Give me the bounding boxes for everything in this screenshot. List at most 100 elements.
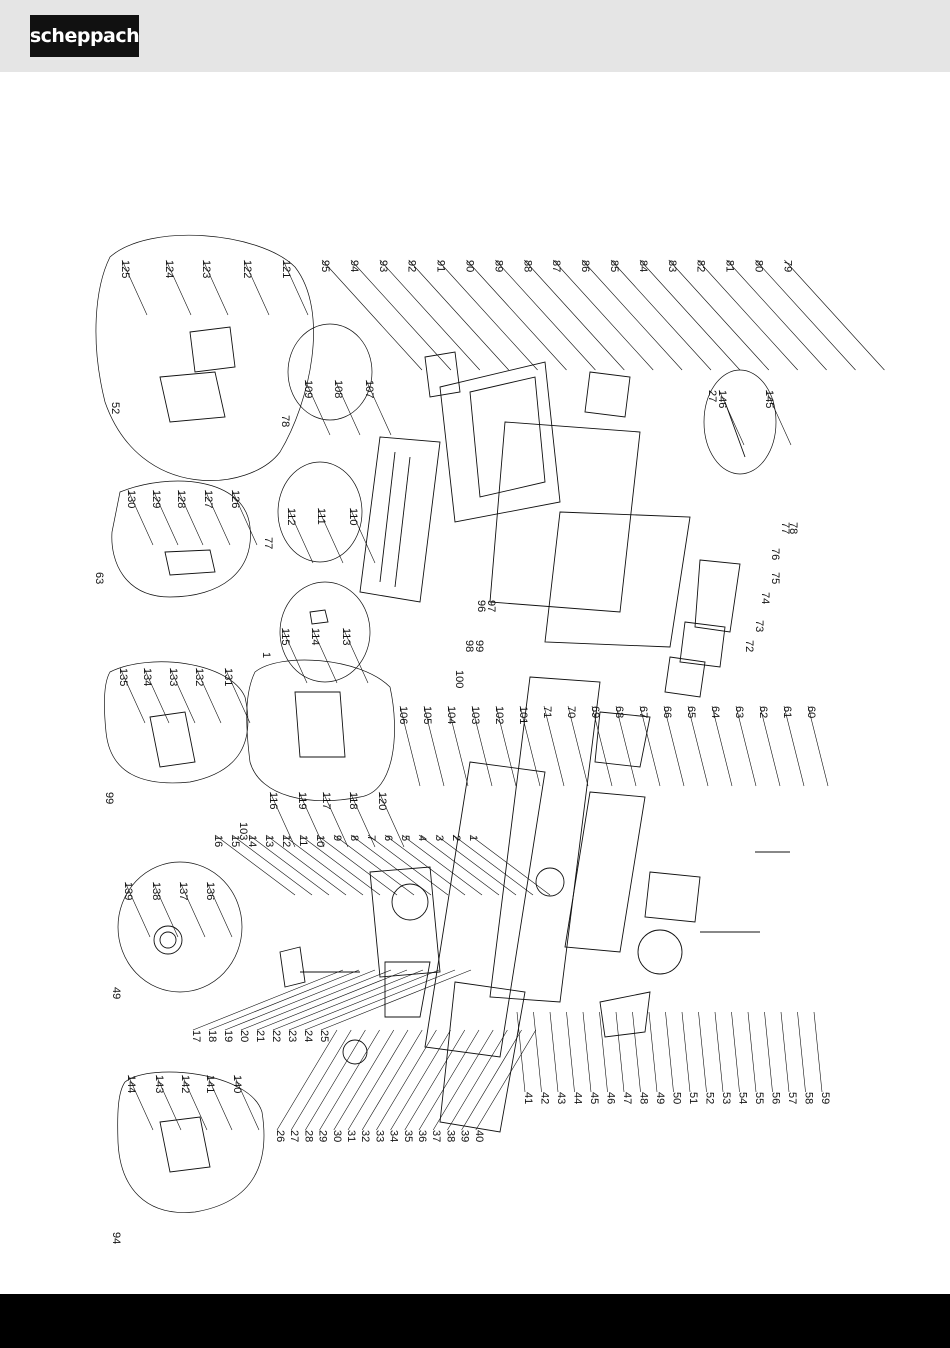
- part-label-47-leader: [615, 1011, 625, 1093]
- part-label-138-leader: [152, 881, 179, 938]
- part-label-110: 110: [347, 508, 359, 526]
- part-label-45-leader: [582, 1011, 592, 1093]
- part-label-76: 76: [769, 548, 781, 560]
- part-label-43: 43: [555, 1092, 567, 1104]
- brand-logo: scheppach: [30, 15, 140, 57]
- part-label-141: 141: [204, 1075, 216, 1093]
- part-label-128-leader: [177, 489, 204, 546]
- part-label-54-leader: [731, 1011, 740, 1093]
- part-label-135-leader: [119, 667, 146, 724]
- part-label-25-leader: [320, 969, 472, 1031]
- part-label-62: 62: [757, 706, 769, 718]
- part-label-127-leader: [204, 489, 231, 546]
- part-label-7-leader: [367, 834, 449, 896]
- part-label-96: 96: [475, 600, 487, 612]
- part-label-121-leader: [282, 259, 309, 316]
- part-label-52: 52: [704, 1092, 716, 1104]
- part-label-51-leader: [681, 1011, 691, 1093]
- part-label-133: 133: [167, 668, 179, 686]
- part-label-70-leader: [567, 705, 589, 787]
- part-label-90: 90: [464, 260, 476, 272]
- part-label-5: 5: [399, 835, 411, 841]
- part-label-106-leader: [399, 705, 421, 787]
- part-label-119: 119: [296, 792, 308, 810]
- part-label-53-leader: [714, 1011, 724, 1093]
- part-label-55-leader: [747, 1011, 757, 1093]
- part-label-71: 71: [541, 706, 553, 718]
- part-label-72: 72: [743, 640, 755, 652]
- part-label-125: 125: [119, 260, 131, 278]
- part-label-102-leader: [495, 705, 517, 787]
- group-label-103: 103: [237, 822, 249, 840]
- part-label-44: 44: [572, 1092, 584, 1104]
- part-label-138: 138: [150, 882, 162, 900]
- part-label-23: 23: [286, 1030, 298, 1042]
- part-label-113-leader: [342, 627, 369, 684]
- part-label-26: 26: [274, 1130, 286, 1142]
- part-label-66: 66: [661, 706, 673, 718]
- part-label-118: 118: [347, 792, 359, 810]
- part-label-144: 144: [125, 1075, 137, 1093]
- part-label-38-leader: [447, 1029, 508, 1131]
- part-label-64-leader: [711, 705, 733, 787]
- part-label-75: 75: [769, 572, 781, 584]
- part-label-67-leader: [639, 705, 661, 787]
- part-label-87-leader: [552, 259, 654, 371]
- part-label-143: 143: [153, 1075, 165, 1093]
- part-label-60-leader: [807, 705, 829, 787]
- part-label-43-leader: [549, 1011, 559, 1093]
- part-label-69: 69: [589, 706, 601, 718]
- part-label-56: 56: [770, 1092, 782, 1104]
- part-label-101-leader: [519, 705, 541, 787]
- part-label-40: 40: [473, 1130, 485, 1142]
- part-label-39: 39: [459, 1130, 471, 1142]
- part-label-116: 116: [267, 792, 279, 810]
- part-label-38: 38: [444, 1130, 456, 1142]
- part-label-35: 35: [402, 1130, 414, 1142]
- part-label-27: 27: [288, 1130, 300, 1142]
- group-label-99: 99: [103, 792, 115, 804]
- part-label-88-leader: [524, 259, 625, 371]
- part-label-49-leader: [648, 1011, 658, 1093]
- side-parts: [644, 559, 790, 933]
- part-label-18: 18: [206, 1030, 218, 1042]
- part-label-97: 97: [485, 600, 497, 612]
- part-label-137: 137: [177, 882, 189, 900]
- part-label-86-leader: [581, 259, 683, 371]
- group-label-52: 52: [109, 402, 121, 414]
- part-label-32-leader: [361, 1029, 423, 1131]
- part-label-23-leader: [288, 969, 440, 1031]
- part-label-146-leader: [718, 389, 745, 446]
- part-label-94-leader: [350, 259, 452, 371]
- part-label-63-leader: [735, 705, 757, 787]
- part-label-108: 108: [332, 380, 344, 398]
- part-label-101: 101: [517, 706, 529, 724]
- part-label-82-leader: [697, 259, 798, 371]
- part-label-131: 131: [222, 668, 234, 686]
- part-label-143-leader: [155, 1074, 182, 1131]
- part-label-5-leader: [401, 834, 483, 896]
- part-label-30-leader: [333, 1029, 395, 1131]
- part-label-134-leader: [143, 667, 170, 724]
- group-label-49: 49: [110, 987, 122, 999]
- part-label-29-leader: [319, 1029, 380, 1131]
- part-label-14-leader: [248, 834, 330, 896]
- part-label-33: 33: [373, 1130, 385, 1142]
- table-assembly: [424, 676, 683, 1133]
- part-label-19: 19: [222, 1030, 234, 1042]
- part-label-13: 13: [263, 835, 275, 847]
- group-bubble-63: [111, 480, 251, 598]
- part-label-103-leader: [471, 705, 493, 787]
- part-label-48-leader: [632, 1011, 641, 1093]
- part-label-124: 124: [163, 260, 175, 278]
- part-label-141-leader: [206, 1074, 233, 1131]
- group-bubble-49: [117, 861, 243, 993]
- part-label-78: 78: [787, 522, 799, 534]
- part-label-79: 79: [781, 260, 793, 272]
- part-label-49: 49: [654, 1092, 666, 1104]
- part-label-107: 107: [363, 380, 375, 398]
- part-label-12-leader: [282, 834, 364, 896]
- part-label-89: 89: [492, 260, 504, 272]
- part-label-19-leader: [224, 969, 376, 1031]
- part-label-58-leader: [797, 1011, 806, 1093]
